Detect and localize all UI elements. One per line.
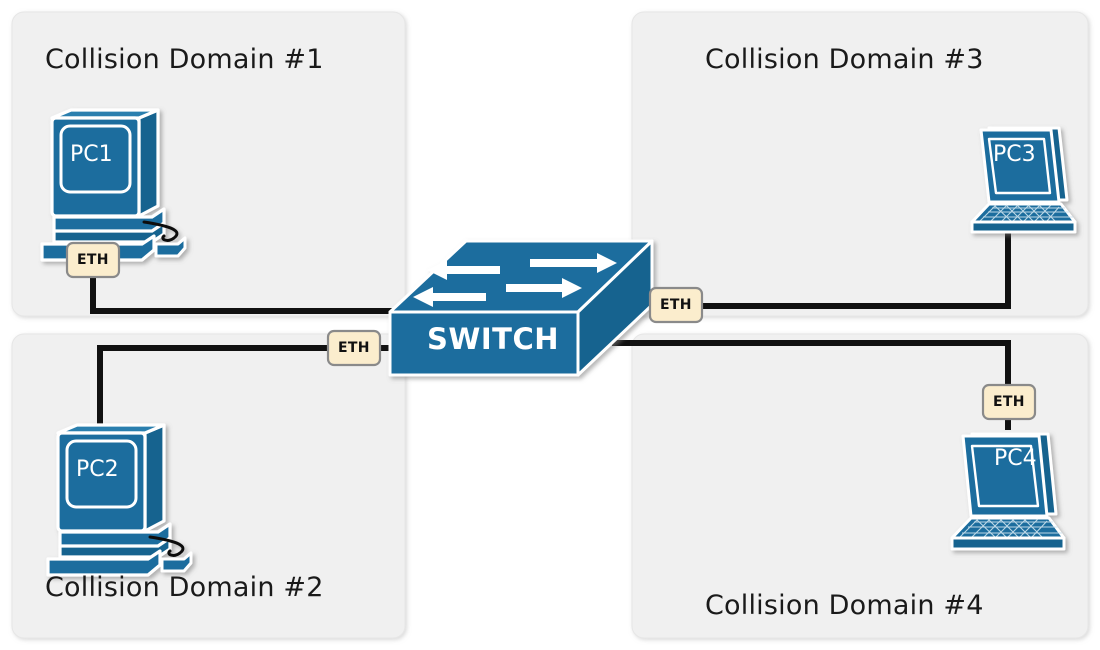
panel-cd4: [631, 333, 1089, 639]
pc4-base: [950, 536, 1066, 551]
panel-cd3: [631, 11, 1089, 317]
cable-pc2-switch: [97, 345, 400, 438]
pc1-mouse-cord: [142, 220, 179, 242]
pc1-mouse: [154, 236, 187, 258]
switch-front-face: [388, 310, 580, 377]
device-pc2[interactable]: [46, 423, 193, 577]
pc1-monitor-side: [137, 108, 160, 218]
pc2-monitor-side: [143, 423, 166, 533]
arrow-right-1: [530, 253, 617, 273]
cable-switch-pc3: [620, 230, 1011, 309]
pc2-keyboard: [46, 549, 162, 577]
pc1-body-lower: [52, 221, 166, 244]
eth-badge-cd1[interactable]: [65, 241, 121, 279]
eth-badge-cd4[interactable]: [981, 383, 1037, 421]
eth-badges: [65, 241, 1037, 421]
pc2-mouse-cord: [148, 535, 185, 557]
pc2-body-lower: [58, 536, 172, 559]
device-pc1[interactable]: [40, 108, 187, 262]
pc3-screen: [987, 137, 1052, 195]
eth-badge-cd3[interactable]: [648, 286, 704, 324]
switch-device[interactable]: [388, 239, 654, 377]
pc4-screen: [970, 444, 1040, 508]
pc2-screen: [65, 439, 138, 509]
pc3-base: [970, 220, 1077, 234]
switch-arrows: [413, 253, 617, 307]
pc3-keyboard-keys: [979, 204, 1073, 222]
arrow-right-2: [506, 278, 582, 298]
arrow-left-1: [427, 260, 500, 280]
arrow-left-2: [413, 287, 486, 307]
pc2-mouse: [160, 551, 193, 573]
pc4-keyboard-keys: [959, 518, 1062, 538]
pc1-screen: [59, 124, 132, 194]
eth-badge-cd2[interactable]: [326, 329, 382, 367]
device-pc4[interactable]: [950, 432, 1066, 551]
device-pc3[interactable]: [970, 126, 1077, 234]
